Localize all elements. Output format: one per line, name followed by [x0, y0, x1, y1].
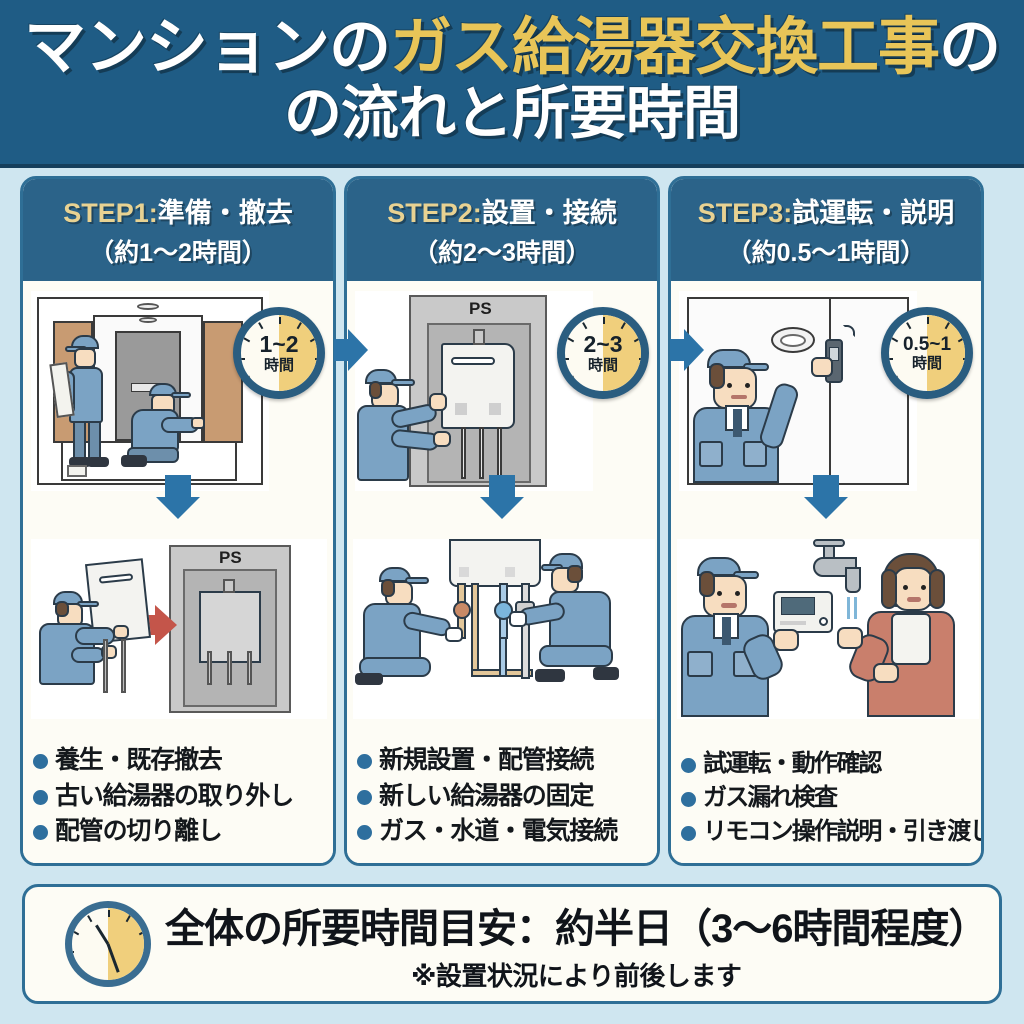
- customer-handover-illustration: [677, 539, 979, 719]
- gas-leak-inspection-illustration: [679, 291, 917, 491]
- step-3-duration: （約0.5〜1時間）: [726, 239, 926, 267]
- bullet-dot-icon: [33, 754, 48, 770]
- total-duration-summary: 全体の所要時間目安：約半日（3〜6時間程度）: [165, 906, 988, 951]
- clock-icon: [65, 901, 151, 987]
- step-3-bullet-list: 試運転・動作確認 ガス漏れ検査 リモコン操作説明・引き渡し: [671, 739, 981, 863]
- title-part-plain-end: の: [939, 13, 1001, 83]
- pipe-connection-illustration: [353, 539, 655, 719]
- step-1-title: 準備・撤去: [157, 198, 293, 228]
- step-3-header: STEP3:試運転・説明 （約0.5〜1時間）: [671, 179, 981, 281]
- corridor-protection-illustration: [31, 291, 269, 491]
- old-heater-removal-illustration: PS: [31, 539, 327, 719]
- title-part-highlight: ガス給湯器交換工事: [389, 13, 940, 83]
- step-2-header: STEP2:設置・接続 （約2〜3時間）: [347, 179, 657, 281]
- step-3-bullet-3: リモコン操作説明・引き渡し: [703, 818, 984, 845]
- bullet-dot-icon: [33, 789, 48, 805]
- bullet-dot-icon: [681, 826, 696, 841]
- step-1-illustrations: 1~2 時間 PS: [23, 281, 333, 736]
- step-1-clock-range: 1~2: [259, 331, 299, 357]
- list-item: 新規設置・配管接続: [357, 745, 649, 776]
- bullet-dot-icon: [357, 824, 372, 840]
- step-2-bullet-list: 新規設置・配管接続 新しい給湯器の固定 ガス・水道・電気接続: [347, 735, 657, 863]
- summary-text-block: 全体の所要時間目安：約半日（3〜6時間程度） ※設置状況により前後します: [165, 896, 1024, 993]
- title-part-plain-start: マンションの: [23, 13, 391, 83]
- list-item: 養生・既存撤去: [33, 745, 325, 776]
- list-item: 配管の切り離し: [33, 816, 325, 847]
- list-item: 新しい給湯器の固定: [357, 781, 649, 812]
- list-item: リモコン操作説明・引き渡し: [681, 817, 981, 847]
- step-2-bullet-2: 新しい給湯器の固定: [379, 781, 594, 810]
- bullet-dot-icon: [357, 754, 372, 770]
- step-1-title-row: STEP1:準備・撤去: [29, 191, 327, 230]
- step-2-ps-label: PS: [469, 299, 492, 318]
- step-card-1: STEP1:準備・撤去 （約1〜2時間）: [20, 176, 336, 866]
- step-1-ps-label: PS: [219, 548, 242, 567]
- list-item: ガス漏れ検査: [681, 783, 973, 813]
- summary-note: ※設置状況により前後します: [411, 960, 742, 991]
- step-1-clock-unit: 時間: [263, 357, 294, 374]
- step-2-clock-unit: 時間: [587, 357, 618, 374]
- step-3-bullet-2: ガス漏れ検査: [703, 784, 838, 811]
- step-2-clock-range: 2~3: [583, 331, 623, 357]
- step-1-bullet-list: 養生・既存撤去 古い給湯器の取り外し 配管の切り離し: [23, 735, 333, 863]
- step-1-bullet-3: 配管の切り離し: [55, 816, 223, 845]
- page-title-line1: マンションのガス給湯器交換工事の: [23, 13, 1001, 83]
- step-card-2: STEP2:設置・接続 （約2〜3時間） PS: [344, 176, 660, 866]
- step-1-bullet-2: 古い給湯器の取り外し: [55, 781, 294, 810]
- summary-footer: 全体の所要時間目安：約半日（3〜6時間程度） ※設置状況により前後します: [22, 884, 1002, 1004]
- step-2-bullet-1: 新規設置・配管接続: [379, 746, 594, 775]
- step-3-illustrations: 0.5~1 時間: [671, 281, 981, 739]
- step-2-title: 設置・接続: [481, 198, 617, 228]
- steps-container: STEP1:準備・撤去 （約1〜2時間）: [0, 176, 1024, 876]
- page-header: マンションのガス給湯器交換工事の の流れと所要時間: [0, 0, 1024, 168]
- new-heater-mounting-illustration: PS: [355, 291, 593, 491]
- step-1-duration: （約1〜2時間）: [89, 239, 267, 267]
- bullet-dot-icon: [681, 792, 696, 807]
- list-item: 古い給湯器の取り外し: [33, 781, 325, 812]
- step-3-clock-badge: 0.5~1 時間: [881, 307, 973, 399]
- step-1-header: STEP1:準備・撤去 （約1〜2時間）: [23, 179, 333, 281]
- list-item: 試運転・動作確認: [681, 749, 973, 779]
- step-1-bullet-1: 養生・既存撤去: [55, 746, 223, 775]
- step-2-clock-badge: 2~3 時間: [557, 307, 649, 399]
- step-1-label: STEP1:: [63, 198, 158, 228]
- step-card-3: STEP3:試運転・説明 （約0.5〜1時間）: [668, 176, 984, 866]
- step-3-clock-unit: 時間: [911, 355, 942, 372]
- page-title-line2: の流れと所要時間: [283, 81, 741, 147]
- step-3-title: 試運転・説明: [792, 198, 955, 228]
- step-3-clock-range: 0.5~1: [902, 334, 952, 355]
- step-3-bullet-1: 試運転・動作確認: [703, 750, 882, 777]
- step-2-label: STEP2:: [387, 198, 482, 228]
- list-item: ガス・水道・電気接続: [357, 816, 649, 847]
- bullet-dot-icon: [681, 758, 696, 773]
- step-2-illustrations: PS: [347, 281, 657, 736]
- step-2-title-row: STEP2:設置・接続: [353, 191, 651, 230]
- step-1-clock-badge: 1~2 時間: [233, 307, 325, 399]
- bullet-dot-icon: [357, 789, 372, 805]
- bullet-dot-icon: [33, 824, 48, 840]
- step-3-title-row: STEP3:試運転・説明: [677, 191, 975, 230]
- step-3-label: STEP3:: [697, 198, 793, 228]
- step-2-duration: （約2〜3時間）: [413, 239, 591, 267]
- step-2-bullet-3: ガス・水道・電気接続: [379, 816, 618, 845]
